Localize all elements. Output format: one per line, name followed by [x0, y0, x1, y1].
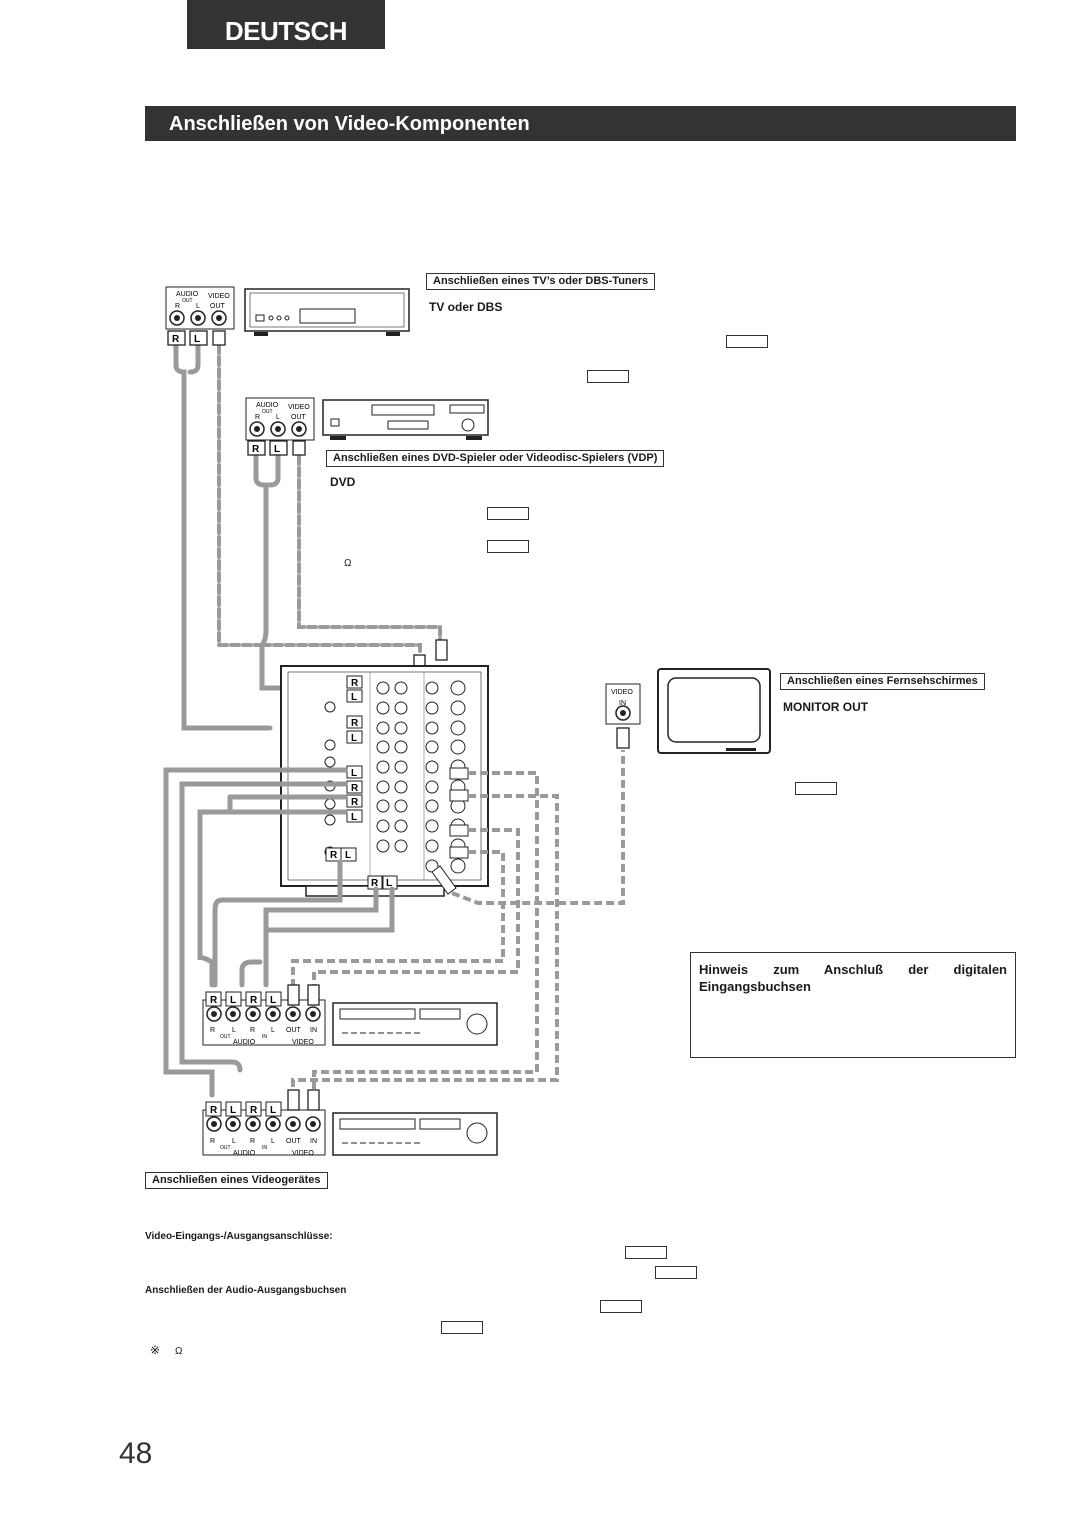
- vcr2-device: R L R L OUT IN OUT IN AUDIO VIDEO R L R L: [202, 1089, 498, 1157]
- dvd-player-device: AUDIO VIDEO OUT R L OUT: [245, 397, 489, 441]
- svg-text:L: L: [230, 1105, 236, 1116]
- vcr1-device: R L R L OUT IN OUT IN AUDIO VIDEO R L R L: [202, 984, 498, 1046]
- button-marker: [726, 335, 768, 348]
- monitor-section-heading: Anschließen eines Fernsehschirmes: [780, 673, 985, 690]
- tv-section-label: TV oder DBS: [429, 300, 503, 314]
- monitor-section-label: MONITOR OUT: [783, 700, 869, 714]
- svg-text:R: R: [330, 850, 338, 861]
- language-tab: DEUTSCH: [187, 0, 385, 49]
- svg-text:IN: IN: [262, 1145, 267, 1151]
- svg-text:R: R: [210, 1138, 215, 1145]
- button-marker: [487, 540, 529, 553]
- tv-audio-label: AUDIO: [176, 291, 199, 298]
- tv-section-heading: Anschließen eines TV’s oder DBS-Tuners: [426, 273, 656, 290]
- svg-text:L: L: [351, 692, 357, 703]
- dvd-section-heading: Anschließen eines DVD-Spieler oder Video…: [326, 450, 665, 467]
- tv-video-label: VIDEO: [208, 293, 230, 300]
- dvd-section-label: DVD: [330, 475, 356, 489]
- monitor-device: VIDEO IN: [605, 668, 771, 754]
- svg-text:VIDEO: VIDEO: [611, 689, 633, 696]
- svg-text:L: L: [274, 444, 280, 455]
- svg-text:L: L: [194, 334, 200, 345]
- svg-text:L: L: [270, 1105, 276, 1116]
- svg-text:R: R: [250, 1027, 255, 1034]
- svg-text:R: R: [210, 995, 218, 1006]
- footnote-ohm: Ω: [175, 1346, 183, 1357]
- button-marker: [795, 782, 837, 795]
- tv-out2-label: OUT: [210, 303, 226, 310]
- svg-text:R: R: [250, 1105, 258, 1116]
- svg-text:L: L: [270, 995, 276, 1006]
- tv-r-label: R: [175, 303, 180, 310]
- svg-text:L: L: [351, 768, 357, 779]
- svg-text:OUT: OUT: [220, 1145, 231, 1151]
- svg-text:R: R: [250, 995, 258, 1006]
- svg-text:R: R: [252, 444, 260, 455]
- svg-text:R: R: [371, 878, 379, 889]
- svg-text:R: R: [351, 678, 359, 689]
- title-bar: Anschließen von Video-Komponenten: [145, 106, 1016, 141]
- tv-out-label: OUT: [182, 298, 193, 304]
- page-title: Anschließen von Video-Komponenten: [169, 113, 530, 135]
- svg-text:R: R: [210, 1105, 218, 1116]
- svg-text:OUT: OUT: [286, 1027, 302, 1034]
- tv-plugs: R L: [167, 330, 226, 346]
- note-title: Hinweis zum Anschluß der digitalen Einga…: [699, 962, 1007, 994]
- note-box: Hinweis zum Anschluß der digitalen Einga…: [690, 952, 1016, 1058]
- svg-text:IN: IN: [310, 1027, 317, 1034]
- svg-text:L: L: [230, 995, 236, 1006]
- svg-text:OUT: OUT: [291, 414, 307, 421]
- vcr-video-cables: [291, 750, 625, 1090]
- button-marker: [441, 1321, 483, 1334]
- svg-text:R: R: [255, 414, 260, 421]
- button-marker: [625, 1246, 667, 1259]
- svg-text:VIDEO: VIDEO: [292, 1039, 314, 1046]
- receiver-rear-panel: R L R L L R R L R L R L: [280, 665, 489, 897]
- svg-text:AUDIO: AUDIO: [233, 1150, 256, 1157]
- vcr-audio-cables: [163, 767, 395, 1098]
- footnote-mark: ※: [150, 1343, 161, 1357]
- svg-text:L: L: [232, 1138, 236, 1145]
- svg-text:R: R: [172, 334, 180, 345]
- svg-text:AUDIO: AUDIO: [233, 1039, 256, 1046]
- ohm-symbol: Ω: [344, 558, 352, 569]
- svg-text:L: L: [276, 414, 280, 421]
- svg-text:L: L: [232, 1027, 236, 1034]
- tv-tuner-device: AUDIO VIDEO OUT R L OUT: [165, 286, 410, 336]
- svg-text:L: L: [386, 878, 392, 889]
- svg-text:L: L: [271, 1027, 275, 1034]
- video-device-heading: Anschließen eines Videogerätes: [145, 1172, 328, 1189]
- video-io-label: Video-Eingangs-/Ausgangsanschlüsse:: [145, 1231, 333, 1242]
- svg-text:R: R: [351, 797, 359, 808]
- svg-text:R: R: [351, 783, 359, 794]
- dvd-cables: [253, 453, 442, 691]
- audio-out-label: Anschließen der Audio-Ausgangsbuchsen: [145, 1285, 347, 1296]
- svg-text:IN: IN: [262, 1034, 267, 1040]
- svg-text:IN: IN: [619, 700, 626, 707]
- button-marker: [655, 1266, 697, 1279]
- svg-text:L: L: [271, 1138, 275, 1145]
- tv-cables: [173, 342, 273, 731]
- svg-text:OUT: OUT: [262, 409, 273, 415]
- page-number: 48: [119, 1437, 153, 1470]
- svg-text:OUT: OUT: [220, 1034, 231, 1040]
- svg-text:R: R: [351, 718, 359, 729]
- svg-text:IN: IN: [310, 1138, 317, 1145]
- tv-l-label: L: [196, 303, 200, 310]
- svg-text:L: L: [351, 733, 357, 744]
- svg-text:R: R: [250, 1138, 255, 1145]
- dvd-audio-label: AUDIO: [256, 402, 279, 409]
- button-marker: [487, 507, 529, 520]
- svg-text:L: L: [351, 812, 357, 823]
- dvd-video-label: VIDEO: [288, 404, 310, 411]
- button-marker: [587, 370, 629, 383]
- svg-text:VIDEO: VIDEO: [292, 1150, 314, 1157]
- svg-text:OUT: OUT: [286, 1138, 302, 1145]
- svg-text:L: L: [345, 850, 351, 861]
- button-marker: [600, 1300, 642, 1313]
- svg-text:R: R: [210, 1027, 215, 1034]
